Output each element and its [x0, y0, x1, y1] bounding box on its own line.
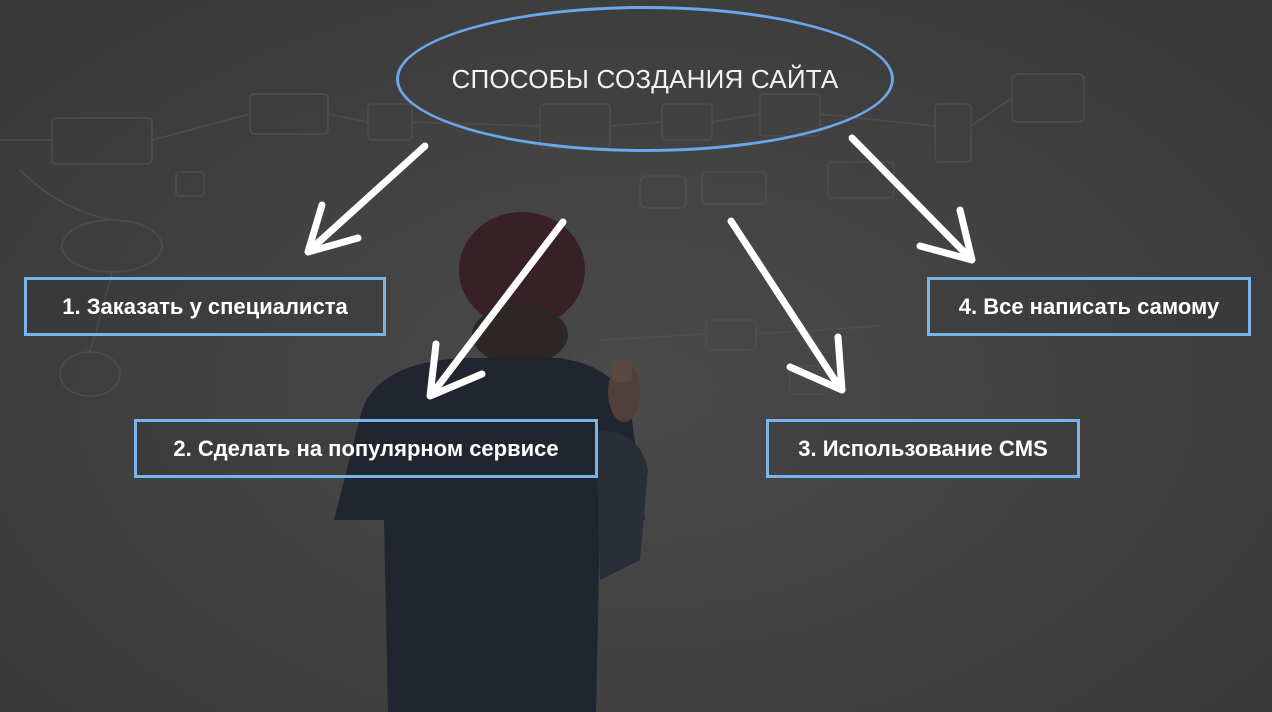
person-silhouette	[334, 212, 648, 712]
method-box-4: 4. Все написать самому	[927, 277, 1251, 336]
method-box-2: 2. Сделать на популярном сервисе	[134, 419, 598, 478]
method-box-1: 1. Заказать у специалиста	[24, 277, 386, 336]
diagram-title: СПОСОБЫ СОЗДАНИЯ САЙТА	[451, 63, 839, 94]
method-box-3: 3. Использование CMS	[766, 419, 1080, 478]
arrow-to-method-2	[426, 218, 567, 400]
arrow-to-method-4	[848, 134, 976, 264]
title-ellipse: СПОСОБЫ СОЗДАНИЯ САЙТА	[396, 6, 894, 152]
arrow-to-method-3	[727, 217, 846, 394]
arrow-to-method-1	[304, 142, 429, 256]
